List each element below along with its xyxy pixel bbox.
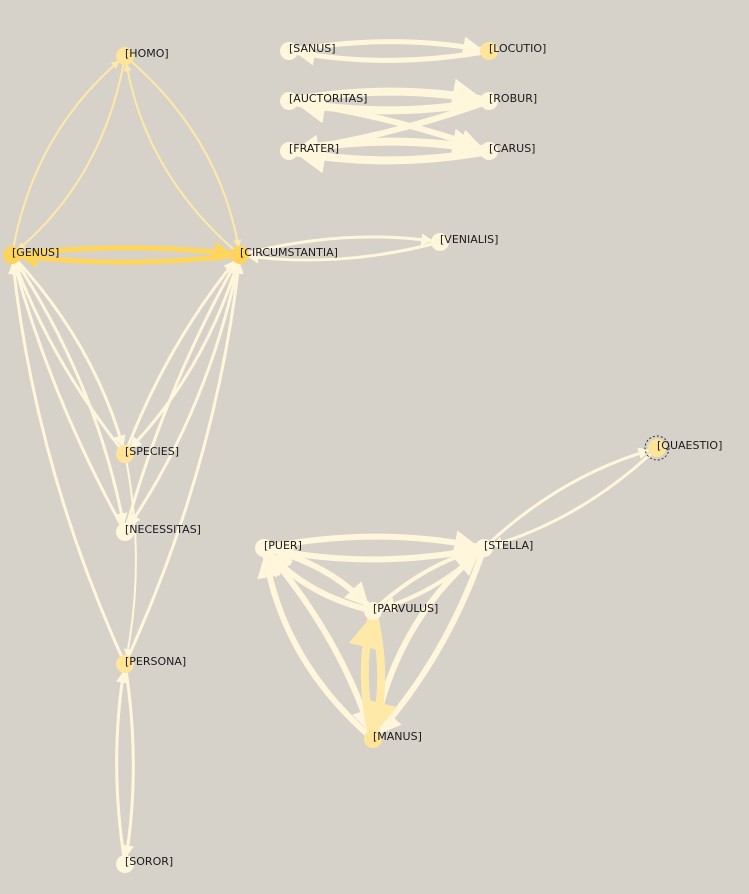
node-label: [CIRCUMSTANTIA]: [240, 246, 338, 259]
node-label: [PERSONA]: [125, 655, 186, 668]
edge-parvulus-to-puer: [266, 550, 376, 614]
edge-persona-to-soror: [122, 662, 135, 858]
node-circumstantia[interactable]: [CIRCUMSTANTIA]: [231, 246, 338, 264]
node-label: [SOROR]: [125, 855, 173, 868]
edge-circumstantia-to-homo: [123, 62, 241, 256]
selection-ring: [644, 435, 670, 461]
node-label: [QUAESTIO]: [657, 439, 722, 452]
edge-circumstantia-to-venialis: [238, 233, 434, 257]
edge-species-to-persona: [124, 453, 137, 658]
node-carus[interactable]: [CARUS]: [480, 142, 535, 160]
node-circle: [480, 92, 498, 110]
edge-genus-to-species: [10, 253, 126, 448]
node-persona[interactable]: [PERSONA]: [116, 655, 186, 673]
edge-genus-to-circumstantia: [9, 241, 235, 262]
node-species[interactable]: [SPECIES]: [116, 445, 179, 463]
node-puer[interactable]: [PUER]: [255, 539, 302, 557]
node-necessitas[interactable]: [NECESSITAS]: [116, 523, 201, 541]
edge-locutio-to-sanus: [294, 45, 492, 66]
node-label: [HOMO]: [125, 47, 169, 60]
node-genus[interactable]: [GENUS]: [3, 246, 59, 264]
node-locutio[interactable]: [LOCUTIO]: [480, 42, 546, 60]
node-auctoritas[interactable]: [AUCTORITAS]: [280, 92, 367, 110]
node-circle: [280, 42, 298, 60]
node-label: [GENUS]: [12, 246, 59, 259]
node-circle: [431, 233, 449, 251]
node-label: [PARVULUS]: [373, 602, 438, 615]
node-label: [PUER]: [264, 539, 302, 552]
node-venialis[interactable]: [VENIALIS]: [431, 233, 498, 251]
edge-persona-to-genus: [8, 261, 127, 666]
node-circle: [480, 42, 498, 60]
edge-species-to-genus: [12, 261, 127, 456]
node-circle: [364, 730, 382, 748]
edge-puer-to-parvulus: [261, 545, 371, 609]
edge-manus-to-puer: [257, 552, 376, 742]
edge-auctoritas-to-carus: [286, 98, 485, 153]
edge-necessitas-to-circumstantia: [123, 260, 238, 534]
node-frater[interactable]: [FRATER]: [280, 142, 339, 160]
node-circle: [648, 439, 666, 457]
node-label: [STELLA]: [484, 539, 533, 552]
edge-manus-to-stella: [370, 550, 481, 742]
node-manus[interactable]: [MANUS]: [364, 730, 422, 748]
node-circle: [480, 142, 498, 160]
node-quaestio[interactable]: [QUAESTIO]: [644, 435, 722, 461]
node-circle: [116, 855, 134, 873]
node-label: [SPECIES]: [125, 445, 179, 458]
edge-genus-to-necessitas: [10, 253, 128, 526]
node-circle: [255, 539, 273, 557]
edge-species-to-circumstantia: [123, 259, 237, 456]
node-homo[interactable]: [HOMO]: [116, 47, 169, 65]
edge-circumstantia-to-necessitas: [128, 253, 242, 527]
node-label: [NECESSITAS]: [125, 523, 201, 536]
node-robur[interactable]: [ROBUR]: [480, 92, 537, 110]
nodes-layer: [HOMO] [GENUS] [CIRCUMSTANTIA] [VENIALIS] [S…: [3, 42, 722, 873]
node-circle: [116, 445, 134, 463]
node-stella[interactable]: [STELLA]: [475, 539, 533, 557]
edge-circumstantia-to-genus: [17, 248, 243, 269]
node-sanus[interactable]: [SANUS]: [280, 42, 336, 60]
edge-genus-to-homo: [11, 60, 120, 256]
node-label: [LOCUTIO]: [489, 42, 546, 55]
node-circle: [364, 602, 382, 620]
edge-stella-to-quaestio: [482, 447, 651, 550]
node-circle: [116, 655, 134, 673]
node-label: [AUCTORITAS]: [289, 92, 367, 105]
edge-homo-to-genus: [17, 55, 126, 251]
node-circle: [3, 246, 21, 264]
node-circle: [280, 92, 298, 110]
edge-soror-to-persona: [115, 670, 128, 866]
edge-robur-to-frater: [293, 98, 492, 159]
edge-persona-to-circumstantia: [123, 261, 244, 666]
edge-puer-to-manus: [261, 545, 376, 735]
node-circle: [116, 523, 134, 541]
node-circle: [116, 47, 134, 65]
edge-necessitas-to-genus: [11, 261, 127, 534]
node-soror[interactable]: [SOROR]: [116, 855, 173, 873]
node-label: [ROBUR]: [489, 92, 537, 105]
node-label: [FRATER]: [289, 142, 339, 155]
node-circle: [280, 142, 298, 160]
node-label: [CARUS]: [489, 142, 535, 155]
edge-parvulus-to-manus: [366, 607, 398, 736]
edge-venialis-to-circumstantia: [246, 240, 442, 264]
node-label: [SANUS]: [289, 42, 336, 55]
node-circle: [475, 539, 493, 557]
edge-manus-to-parvulus: [348, 614, 380, 743]
node-label: [VENIALIS]: [440, 233, 498, 246]
edge-stella-to-manus: [375, 545, 487, 736]
node-parvulus[interactable]: [PARVULUS]: [364, 602, 438, 620]
edge-homo-to-circumstantia: [124, 55, 242, 249]
edge-quaestio-to-stella: [490, 446, 659, 549]
node-label: [MANUS]: [373, 730, 422, 743]
edges-layer: [8, 36, 659, 866]
node-circle: [231, 246, 249, 264]
edge-circumstantia-to-species: [129, 253, 242, 450]
